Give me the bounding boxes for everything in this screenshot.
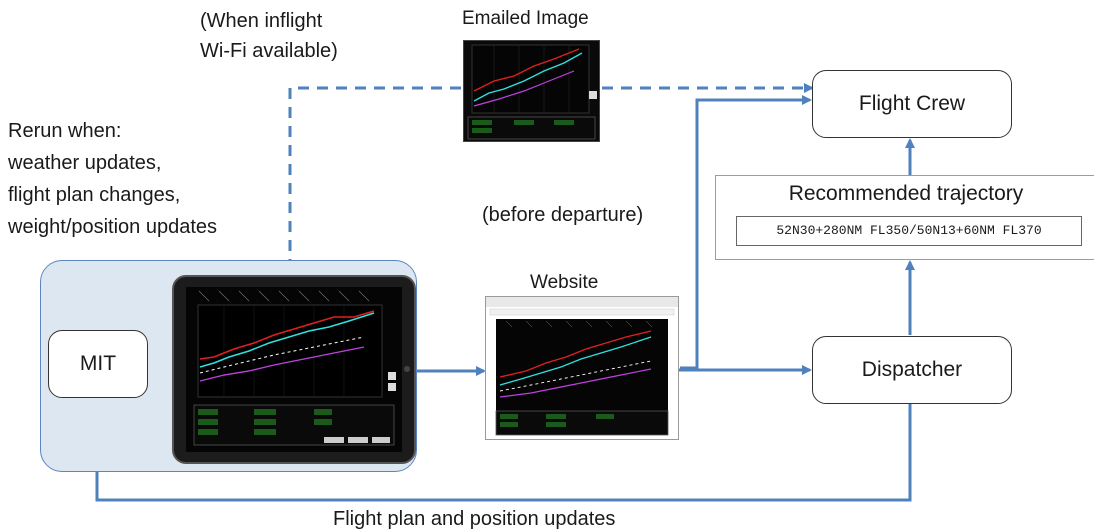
website-screenshot <box>485 296 679 440</box>
rerun-label-line1: Rerun when: <box>8 120 122 142</box>
recommended-trajectory-code: 52N30+280NM FL350/50N13+60NM FL370 <box>736 216 1082 246</box>
emailed-chart-image <box>467 44 597 140</box>
website-label: Website <box>530 272 599 293</box>
inflight-wifi-label-line1: (When inflight <box>200 10 323 32</box>
recommended-trajectory-title: Recommended trajectory <box>788 182 1024 205</box>
emailed-image-label: Emailed Image <box>462 8 589 29</box>
mit-node: MIT <box>48 330 148 398</box>
flight-crew-label: Flight Crew <box>858 92 966 115</box>
mit-label: MIT <box>79 352 117 375</box>
dispatcher-label: Dispatcher <box>861 358 963 381</box>
emailed-image-thumbnail <box>463 40 600 142</box>
before-departure-label: (before departure) <box>482 204 644 226</box>
rerun-label-line2: weather updates, <box>8 152 162 174</box>
inflight-wifi-label-line2: Wi-Fi available) <box>200 40 338 62</box>
flight-plan-updates-label: Flight plan and position updates <box>333 508 616 530</box>
rerun-label-line3: flight plan changes, <box>8 184 181 206</box>
dashed-email-arrow <box>288 83 814 270</box>
dispatcher-node: Dispatcher <box>812 336 1012 404</box>
rerun-label-line4: weight/position updates <box>8 216 218 238</box>
website-screen-image <box>486 297 678 436</box>
tablet-device <box>172 275 416 464</box>
recommended-trajectory-panel: Recommended trajectory 52N30+280NM FL350… <box>715 175 1094 260</box>
tablet-screen-image <box>186 287 410 452</box>
website-to-crew-arrow <box>680 95 812 370</box>
flight-crew-node: Flight Crew <box>812 70 1012 138</box>
